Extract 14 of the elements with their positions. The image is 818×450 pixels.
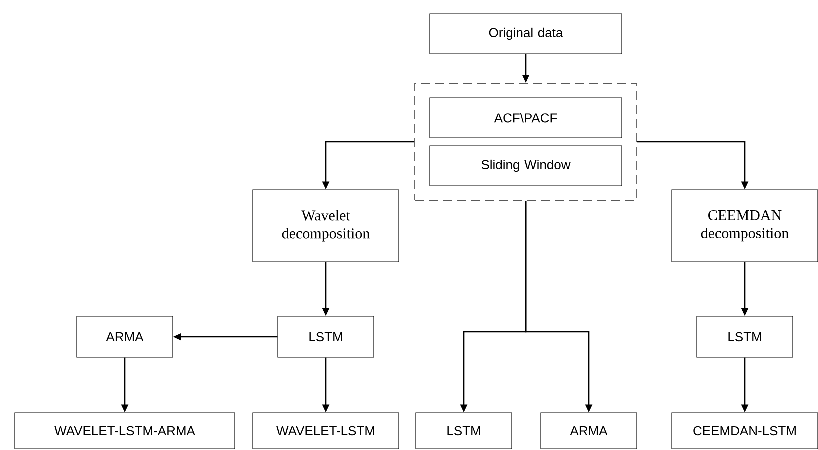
result-box: ARMA	[540, 412, 638, 450]
process-box: CEEMDAN decomposition	[672, 190, 818, 262]
result-box: WAVELET-LSTM-ARMA	[14, 412, 236, 450]
process-box: ARMA	[76, 316, 174, 358]
process-box: Wavelet decomposition	[252, 190, 400, 262]
result-box: LSTM	[416, 412, 512, 450]
process-box: Sliding Window	[430, 146, 622, 186]
result-box: CEEMDAN-LSTM	[672, 412, 818, 450]
process-box: Original data	[430, 14, 622, 54]
dashed-group-box	[414, 83, 638, 201]
process-box: LSTM	[278, 316, 374, 358]
result-box: WAVELET-LSTM	[252, 412, 400, 450]
process-box: LSTM	[696, 316, 794, 358]
process-box: ACF\PACF	[430, 98, 622, 138]
